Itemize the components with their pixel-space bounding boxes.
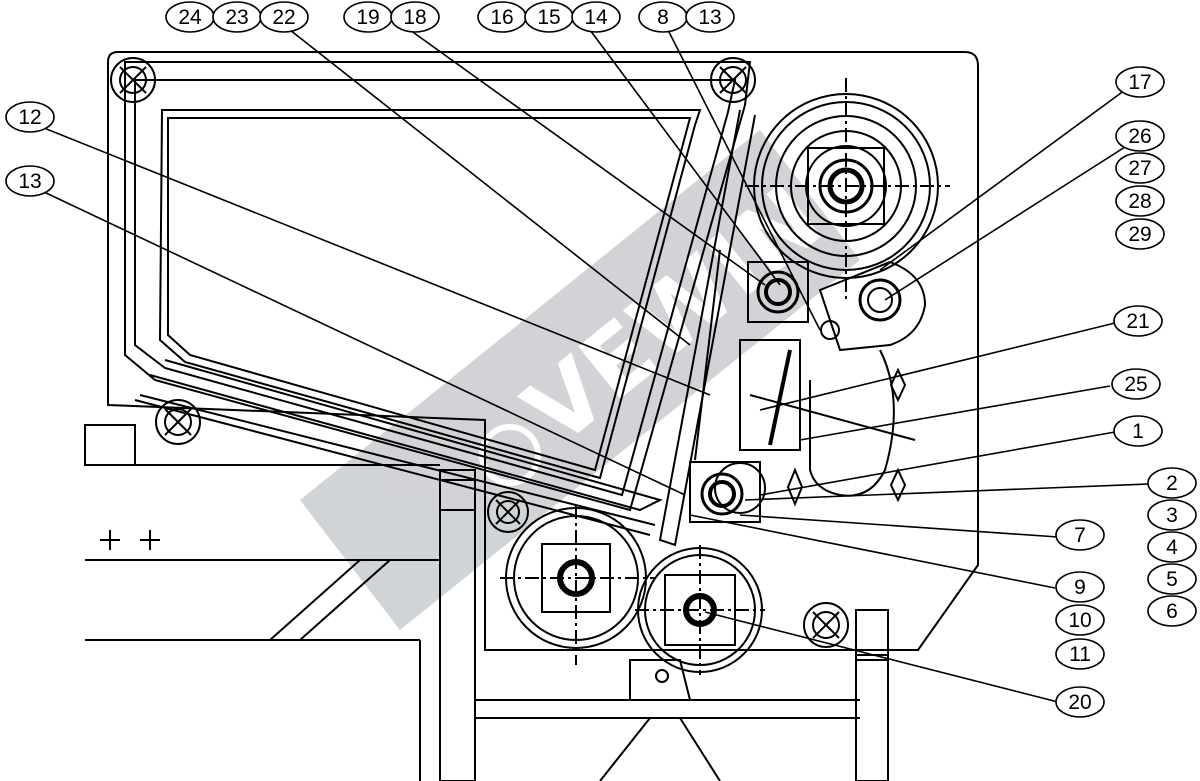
callout-8: 8 <box>638 1 688 33</box>
callout-4-label: 4 <box>1166 536 1178 559</box>
callout-11-label: 11 <box>1069 643 1091 666</box>
right-cam <box>809 349 895 497</box>
callout-18-label: 18 <box>403 6 426 29</box>
callout-6-label: 6 <box>1166 600 1178 623</box>
callout-1: 1 <box>1113 415 1163 447</box>
indicator-diamond-2 <box>889 467 907 503</box>
callout-10: 10 <box>1055 604 1105 636</box>
callout-14: 14 <box>571 1 621 33</box>
callout-6: 6 <box>1147 595 1197 627</box>
upper-cylinder-unit <box>747 261 809 323</box>
callout-11: 11 <box>1055 638 1105 670</box>
callout-20-label: 20 <box>1068 691 1091 714</box>
callout-17-label: 17 <box>1128 71 1151 94</box>
callouts: 24 23 22 19 18 16 15 14 8 13 12 13 17 26… <box>5 1 1197 718</box>
callout-28-label: 28 <box>1128 190 1151 213</box>
callout-21-label: 21 <box>1126 310 1149 333</box>
roller-left <box>500 505 655 665</box>
callout-2: 2 <box>1147 467 1197 499</box>
callout-23-label: 23 <box>225 6 248 29</box>
motor-box-right <box>855 609 889 661</box>
callout-3-label: 3 <box>1166 504 1178 527</box>
callout-20: 20 <box>1055 686 1105 718</box>
callout-12-label: 12 <box>18 106 41 129</box>
hopper-frame-inner2 <box>167 117 692 472</box>
corner-bearing-tl <box>110 57 156 103</box>
callout-13-top: 13 <box>685 1 735 33</box>
sprocket-assembly <box>818 260 927 352</box>
lower-cylinder-unit <box>689 461 766 523</box>
left-support-frame <box>84 424 440 641</box>
callout-2-label: 2 <box>1166 472 1178 495</box>
callout-25-label: 25 <box>1124 373 1147 396</box>
callout-19-label: 19 <box>356 6 379 29</box>
callout-27-label: 27 <box>1128 157 1151 180</box>
indicator-diamond-3 <box>786 467 804 507</box>
callout-13-left: 13 <box>5 165 55 197</box>
callout-7: 7 <box>1055 519 1105 551</box>
callout-13-left-label: 13 <box>18 170 41 193</box>
callout-22-label: 22 <box>272 6 295 29</box>
bottom-right-bearing <box>803 602 849 648</box>
roller-mid <box>635 545 765 675</box>
corner-bearing-tr <box>710 57 756 103</box>
callout-9-label: 9 <box>1074 576 1086 599</box>
hopper-frame-outer <box>124 61 752 512</box>
machine-linework <box>84 51 979 781</box>
top-drum <box>745 78 950 300</box>
callout-29-label: 29 <box>1128 223 1151 246</box>
callout-22: 22 <box>259 1 309 33</box>
hopper-frame-mid <box>134 79 737 497</box>
callout-14-label: 14 <box>584 6 608 29</box>
callout-28: 28 <box>1115 185 1165 217</box>
leader-lines <box>43 29 1149 703</box>
callout-26: 26 <box>1115 120 1165 152</box>
callout-21: 21 <box>1113 305 1163 337</box>
watermark: VEWIN <box>300 130 860 630</box>
callout-4: 4 <box>1147 531 1197 563</box>
incline-plate <box>658 109 756 547</box>
corner-bearing-bm <box>487 491 529 533</box>
callout-24: 24 <box>165 1 215 33</box>
callout-27: 27 <box>1115 152 1165 184</box>
motor-box-left <box>439 469 476 511</box>
callout-24-label: 24 <box>178 6 202 29</box>
callout-18: 18 <box>390 1 440 33</box>
callout-19: 19 <box>343 1 393 33</box>
callout-16-label: 16 <box>490 6 513 29</box>
callout-7-label: 7 <box>1074 524 1086 547</box>
rod-assembly <box>739 339 916 451</box>
callout-5: 5 <box>1147 563 1197 595</box>
callout-26-label: 26 <box>1128 125 1151 148</box>
callout-9: 9 <box>1055 571 1105 603</box>
callout-29: 29 <box>1115 218 1165 250</box>
callout-3: 3 <box>1147 499 1197 531</box>
housing-outline <box>107 51 979 651</box>
watermark-logo-icon <box>479 424 541 486</box>
callout-17: 17 <box>1115 66 1165 98</box>
hopper-frame-inner <box>158 109 702 480</box>
callout-1-label: 1 <box>1132 420 1144 443</box>
callout-23: 23 <box>212 1 262 33</box>
base-frame <box>419 640 860 781</box>
chute-plate <box>149 359 663 512</box>
callout-8-label: 8 <box>657 6 669 29</box>
callout-5-label: 5 <box>1166 568 1178 591</box>
pillar-left <box>439 479 476 781</box>
callout-15: 15 <box>524 1 574 33</box>
indicator-diamond-1 <box>889 367 907 403</box>
callout-13-top-label: 13 <box>698 6 721 29</box>
corner-bearing-bl <box>155 399 201 445</box>
pillar-right <box>855 654 889 781</box>
callout-10-label: 10 <box>1068 609 1091 632</box>
callout-16: 16 <box>477 1 527 33</box>
callout-12: 12 <box>5 101 55 133</box>
callout-15-label: 15 <box>537 6 560 29</box>
callout-25: 25 <box>1111 368 1161 400</box>
